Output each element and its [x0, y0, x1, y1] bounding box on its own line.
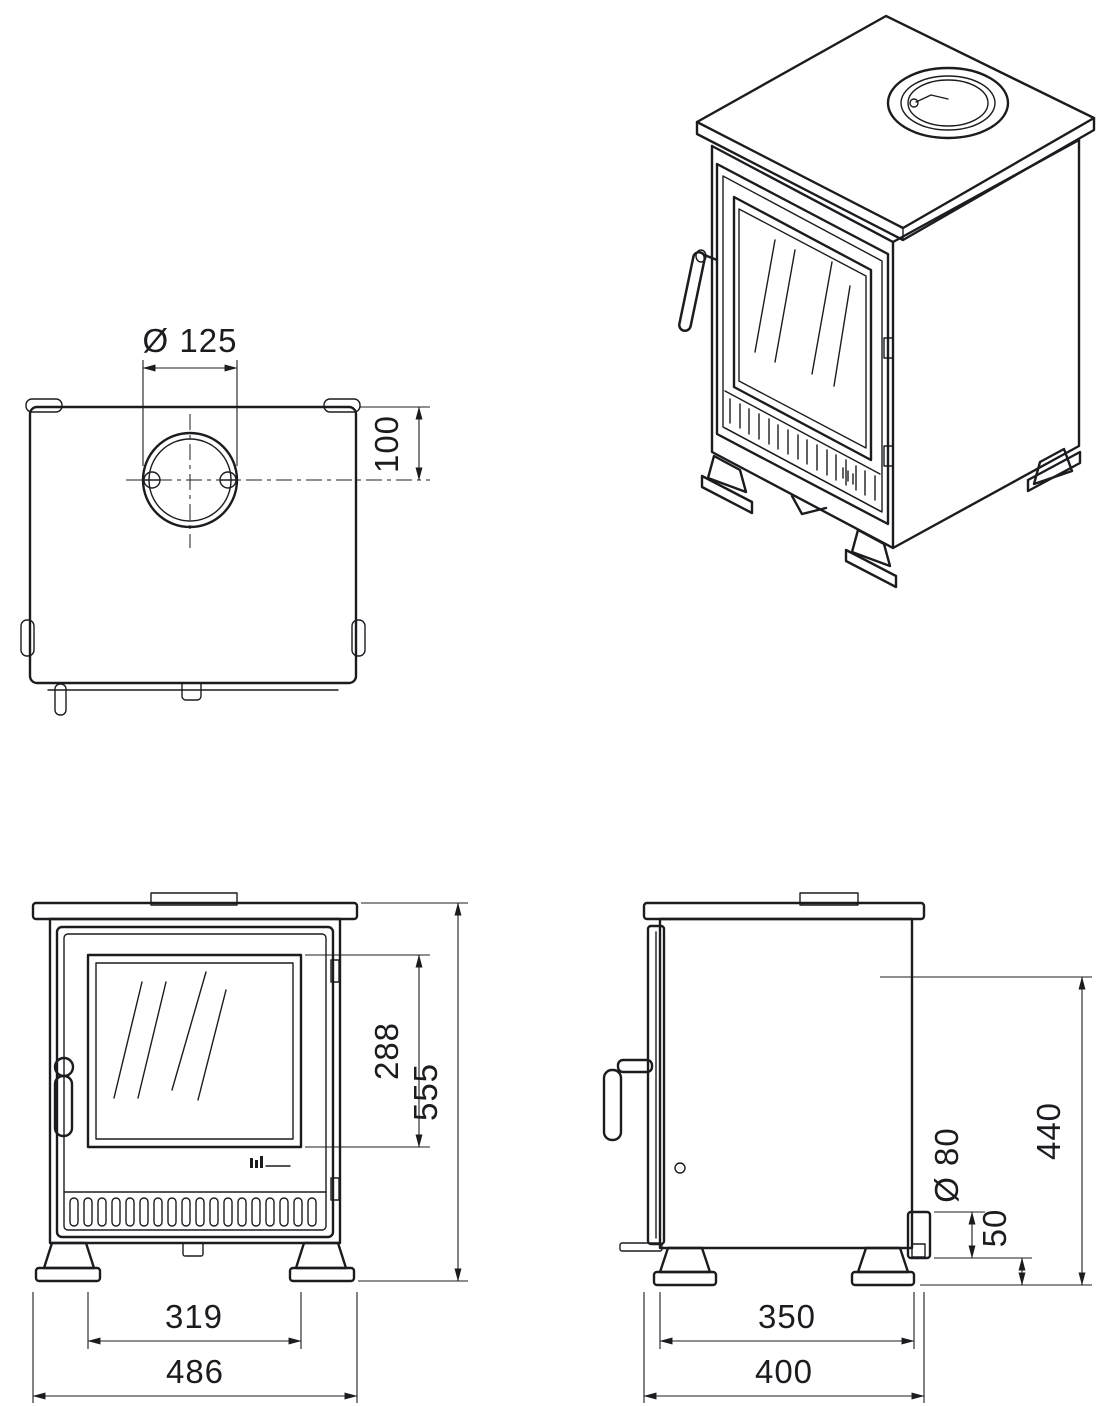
top-view-body-outline: [28, 405, 358, 685]
dim-overall-height: 555: [358, 902, 468, 1282]
side-top-plate: [642, 901, 926, 921]
dim-rear-outlet-diameter: Ø 80: [928, 1127, 1032, 1259]
brand-logo-iso: [842, 467, 854, 485]
dim-rear-outlet-height: 440: [880, 976, 1092, 1286]
iso-feet: [700, 447, 1082, 589]
dim-text-glass-height: 288: [368, 1022, 405, 1080]
dim-text-rear-outlet-diameter: Ø 80: [928, 1127, 965, 1203]
dim-glass-width: 319: [87, 1292, 302, 1349]
rear-flue-outlet: [906, 1210, 932, 1260]
side-flue-stub: [799, 892, 859, 906]
front-glass-reflections: [113, 971, 227, 1101]
door-handle-top: [54, 683, 67, 716]
dim-text-flue-diameter: Ø 125: [143, 322, 238, 359]
front-glass: [86, 953, 303, 1149]
dim-text-overall-depth: 400: [755, 1353, 813, 1390]
front-body: [48, 917, 342, 1245]
dim-overall-width: 486: [32, 1292, 358, 1403]
iso-body: [710, 138, 1081, 550]
front-grille: [63, 1191, 327, 1227]
side-latch-knob: [674, 1162, 686, 1174]
iso-door: [715, 162, 890, 526]
dim-glass-height: 288: [305, 954, 430, 1148]
foot-tabs: [20, 398, 366, 657]
dim-text-base-depth: 350: [758, 1298, 816, 1335]
dim-overall-depth: 400: [643, 1292, 925, 1403]
side-front-lip: [619, 1242, 663, 1252]
front-view: 288 555 319 486: [31, 892, 468, 1403]
dim-text-overall-height: 555: [407, 1063, 444, 1121]
side-door-edge: [646, 924, 666, 1246]
dim-text-rear-outlet-height: 440: [1030, 1102, 1067, 1160]
iso-door-handle: [678, 249, 719, 332]
dim-flue-diameter: Ø 125: [142, 322, 238, 466]
dim-text-overall-width: 486: [166, 1353, 224, 1390]
top-view: Ø 125 100: [20, 322, 430, 716]
iso-riddling-lever: [790, 494, 828, 516]
front-door: [55, 925, 340, 1239]
dim-text-outlet-to-base: 50: [976, 1209, 1013, 1248]
iso-flue-collar: [886, 66, 1010, 140]
front-flue-stub: [150, 892, 238, 906]
dim-flue-offset: 100: [360, 406, 430, 481]
side-body: [658, 917, 914, 1250]
iso-glass-reflections: [754, 239, 851, 387]
brand-logo-front: [250, 1156, 291, 1168]
side-view: 440 Ø 80 50 350 400: [602, 892, 1092, 1403]
side-door-handle: [602, 1058, 654, 1142]
dim-base-depth: 350: [659, 1292, 915, 1349]
side-feet: [652, 1246, 916, 1287]
dim-text-flue-offset: 100: [368, 415, 405, 473]
iso-grille: [724, 390, 881, 512]
latch-clip-top: [181, 682, 202, 701]
centrelines: [126, 414, 430, 548]
dim-text-glass-width: 319: [165, 1298, 223, 1335]
dim-outlet-to-base: 50: [976, 1209, 1026, 1286]
front-door-handle: [53, 1056, 75, 1138]
isometric-view: [678, 14, 1096, 589]
iso-top-plate: [695, 14, 1096, 242]
front-feet: [34, 1241, 356, 1283]
iso-hinges: [883, 337, 894, 467]
